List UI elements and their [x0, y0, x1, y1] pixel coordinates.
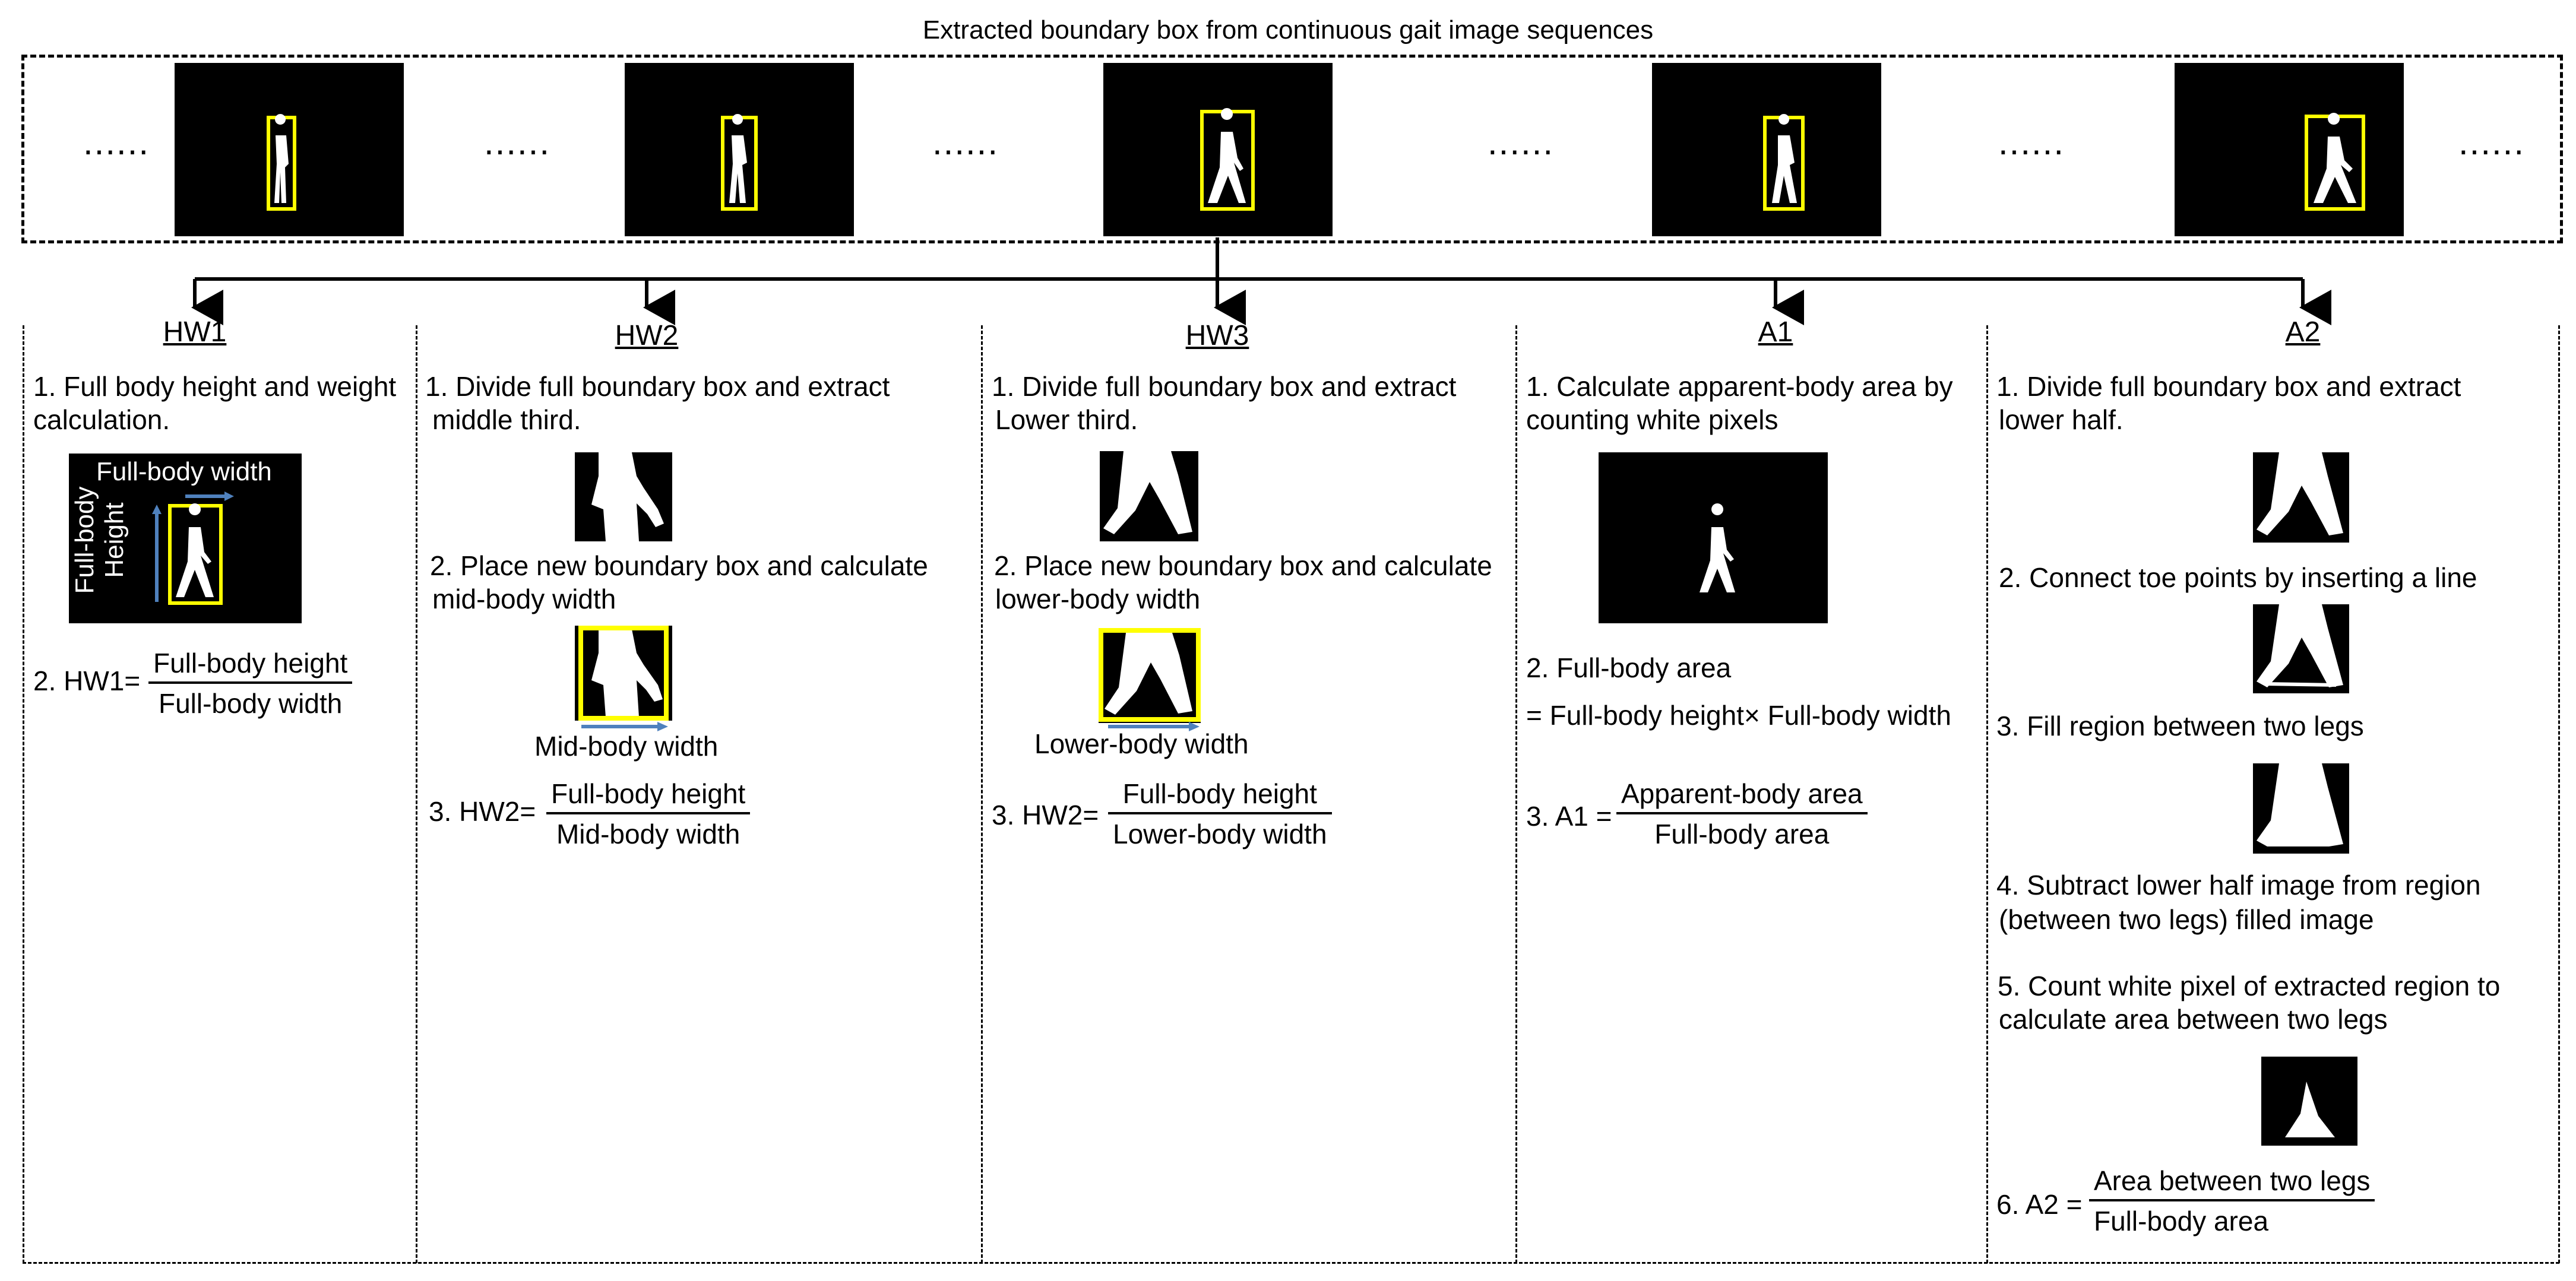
divider-3 [1515, 325, 1517, 1263]
hw2-step2-line1: 2. Place new boundary box and calculate [430, 550, 928, 581]
hw2-middle-third-image [575, 452, 672, 541]
a2-lower-half-image [2253, 452, 2349, 543]
hw2-formula-num: Full-body height [546, 778, 751, 814]
divider-1 [416, 325, 417, 1263]
gait-frame-3 [1103, 63, 1333, 236]
hw3-step1-line2: Lower third. [995, 404, 1138, 435]
hw2-boxed-image [575, 626, 672, 721]
hw3-formula-den: Lower-body width [1113, 819, 1327, 849]
hw3-step2-line1: 2. Place new boundary box and calculate [994, 550, 1492, 581]
bottom-border [23, 1262, 2559, 1264]
divider-right [2558, 325, 2560, 1263]
hw2-arrow-label: Mid-body width [534, 731, 719, 762]
hw2-step2-line2: mid-body width [432, 584, 616, 614]
hw3-step2-line2: lower-body width [995, 584, 1201, 614]
hw1-formula-den: Full-body width [158, 688, 343, 719]
hw2-step1-line1: 1. Divide full boundary box and extract [425, 371, 890, 402]
connector-tree [191, 237, 2331, 325]
divider-4 [1986, 325, 1988, 1263]
a2-formula-den: Full-body area [2094, 1206, 2269, 1236]
gait-frame-1 [175, 63, 404, 236]
hw1-label-height: Full-body Height [70, 469, 129, 611]
header-hw2: HW2 [615, 320, 679, 351]
a1-step2-equation: = Full-body height× Full-body width [1526, 700, 1951, 731]
header-a2: A2 [2285, 316, 2321, 348]
a2-step5-line2: calculate area between two legs [1999, 1004, 2388, 1035]
a1-formula-prefix: 3. A1 = [1526, 801, 1612, 832]
hw3-lower-third-image [1100, 451, 1198, 541]
hw1-label-width: Full-body width [96, 457, 272, 486]
a1-step2: 2. Full-body area [1526, 652, 1732, 683]
divider-2 [981, 325, 983, 1263]
a1-step1-line1: 1. Calculate apparent-body area by [1526, 371, 1953, 402]
header-a1: A1 [1758, 316, 1793, 348]
hw1-step1-line2: calculation. [33, 404, 170, 435]
hw1-formula-num: Full-body height [148, 647, 353, 684]
ellipsis-4: ...... [1488, 122, 1555, 162]
gait-frame-4 [1652, 63, 1881, 236]
hw3-arrow-label: Lower-body width [1034, 728, 1249, 759]
a2-region-image [2261, 1057, 2357, 1146]
hw1-formula-prefix: 2. HW1= [33, 665, 141, 696]
hw3-formula-num: Full-body height [1108, 778, 1332, 814]
hw3-step1-line1: 1. Divide full boundary box and extract [992, 371, 1457, 402]
a2-filled-image [2253, 763, 2349, 854]
hw2-formula: Full-body height Mid-body width [546, 778, 751, 850]
a2-step3: 3. Fill region between two legs [1996, 711, 2364, 741]
a2-formula-num: Area between two legs [2089, 1165, 2375, 1201]
a2-step2: 2. Connect toe points by inserting a lin… [1999, 562, 2477, 593]
ellipsis-2: ...... [484, 122, 551, 162]
sequence-frame [21, 55, 2563, 243]
a1-formula: Apparent-body area Full-body area [1616, 778, 1868, 850]
a2-step1-line2: lower half. [1999, 404, 2124, 435]
a2-formula: Area between two legs Full-body area [2089, 1165, 2375, 1237]
header-hw3: HW3 [1185, 320, 1249, 351]
a2-step1-line1: 1. Divide full boundary box and extract [1996, 371, 2461, 402]
ellipsis-3: ...... [932, 122, 999, 162]
divider-left [23, 325, 24, 1263]
hw1-label-height-1: Full-body [70, 486, 99, 594]
gait-frame-5 [2175, 63, 2404, 236]
a2-step5-line1: 5. Count white pixel of extracted region… [1998, 971, 2501, 1001]
ellipsis-6: ...... [2458, 122, 2526, 162]
ellipsis-1: ...... [83, 122, 150, 162]
a1-step1-line2: counting white pixels [1526, 404, 1778, 435]
hw3-formula: Full-body height Lower-body width [1108, 778, 1332, 850]
hw1-illustration [69, 454, 302, 623]
hw3-formula-prefix: 3. HW2= [992, 800, 1099, 830]
hw1-silhouette [152, 492, 234, 605]
hw3-width-arrow [1108, 722, 1200, 731]
a2-toe-line-image [2253, 604, 2349, 693]
hw1-formula: Full-body height Full-body width [148, 647, 353, 719]
a1-apparent-body-image [1599, 452, 1828, 623]
hw2-width-arrow [581, 722, 668, 731]
header-hw1: HW1 [163, 316, 227, 348]
a2-formula-prefix: 6. A2 = [1996, 1189, 2083, 1220]
hw2-formula-prefix: 3. HW2= [429, 796, 536, 827]
a2-step4-line2: (between two legs) filled image [1999, 904, 2374, 935]
gait-frame-2 [625, 63, 854, 236]
hw2-formula-den: Mid-body width [556, 819, 740, 849]
a1-formula-num: Apparent-body area [1616, 778, 1868, 814]
diagram-title: Extracted boundary box from continuous g… [922, 15, 1654, 45]
a2-step4-line1: 4. Subtract lower half image from region [1996, 870, 2481, 900]
a1-formula-den: Full-body area [1654, 819, 1830, 849]
hw2-step1-line2: middle third. [432, 404, 581, 435]
hw1-step1-line1: 1. Full body height and weight [33, 371, 397, 402]
hw1-label-height-2: Height [100, 502, 129, 578]
ellipsis-5: ...... [1998, 122, 2065, 162]
hw3-boxed-image [1099, 628, 1201, 723]
